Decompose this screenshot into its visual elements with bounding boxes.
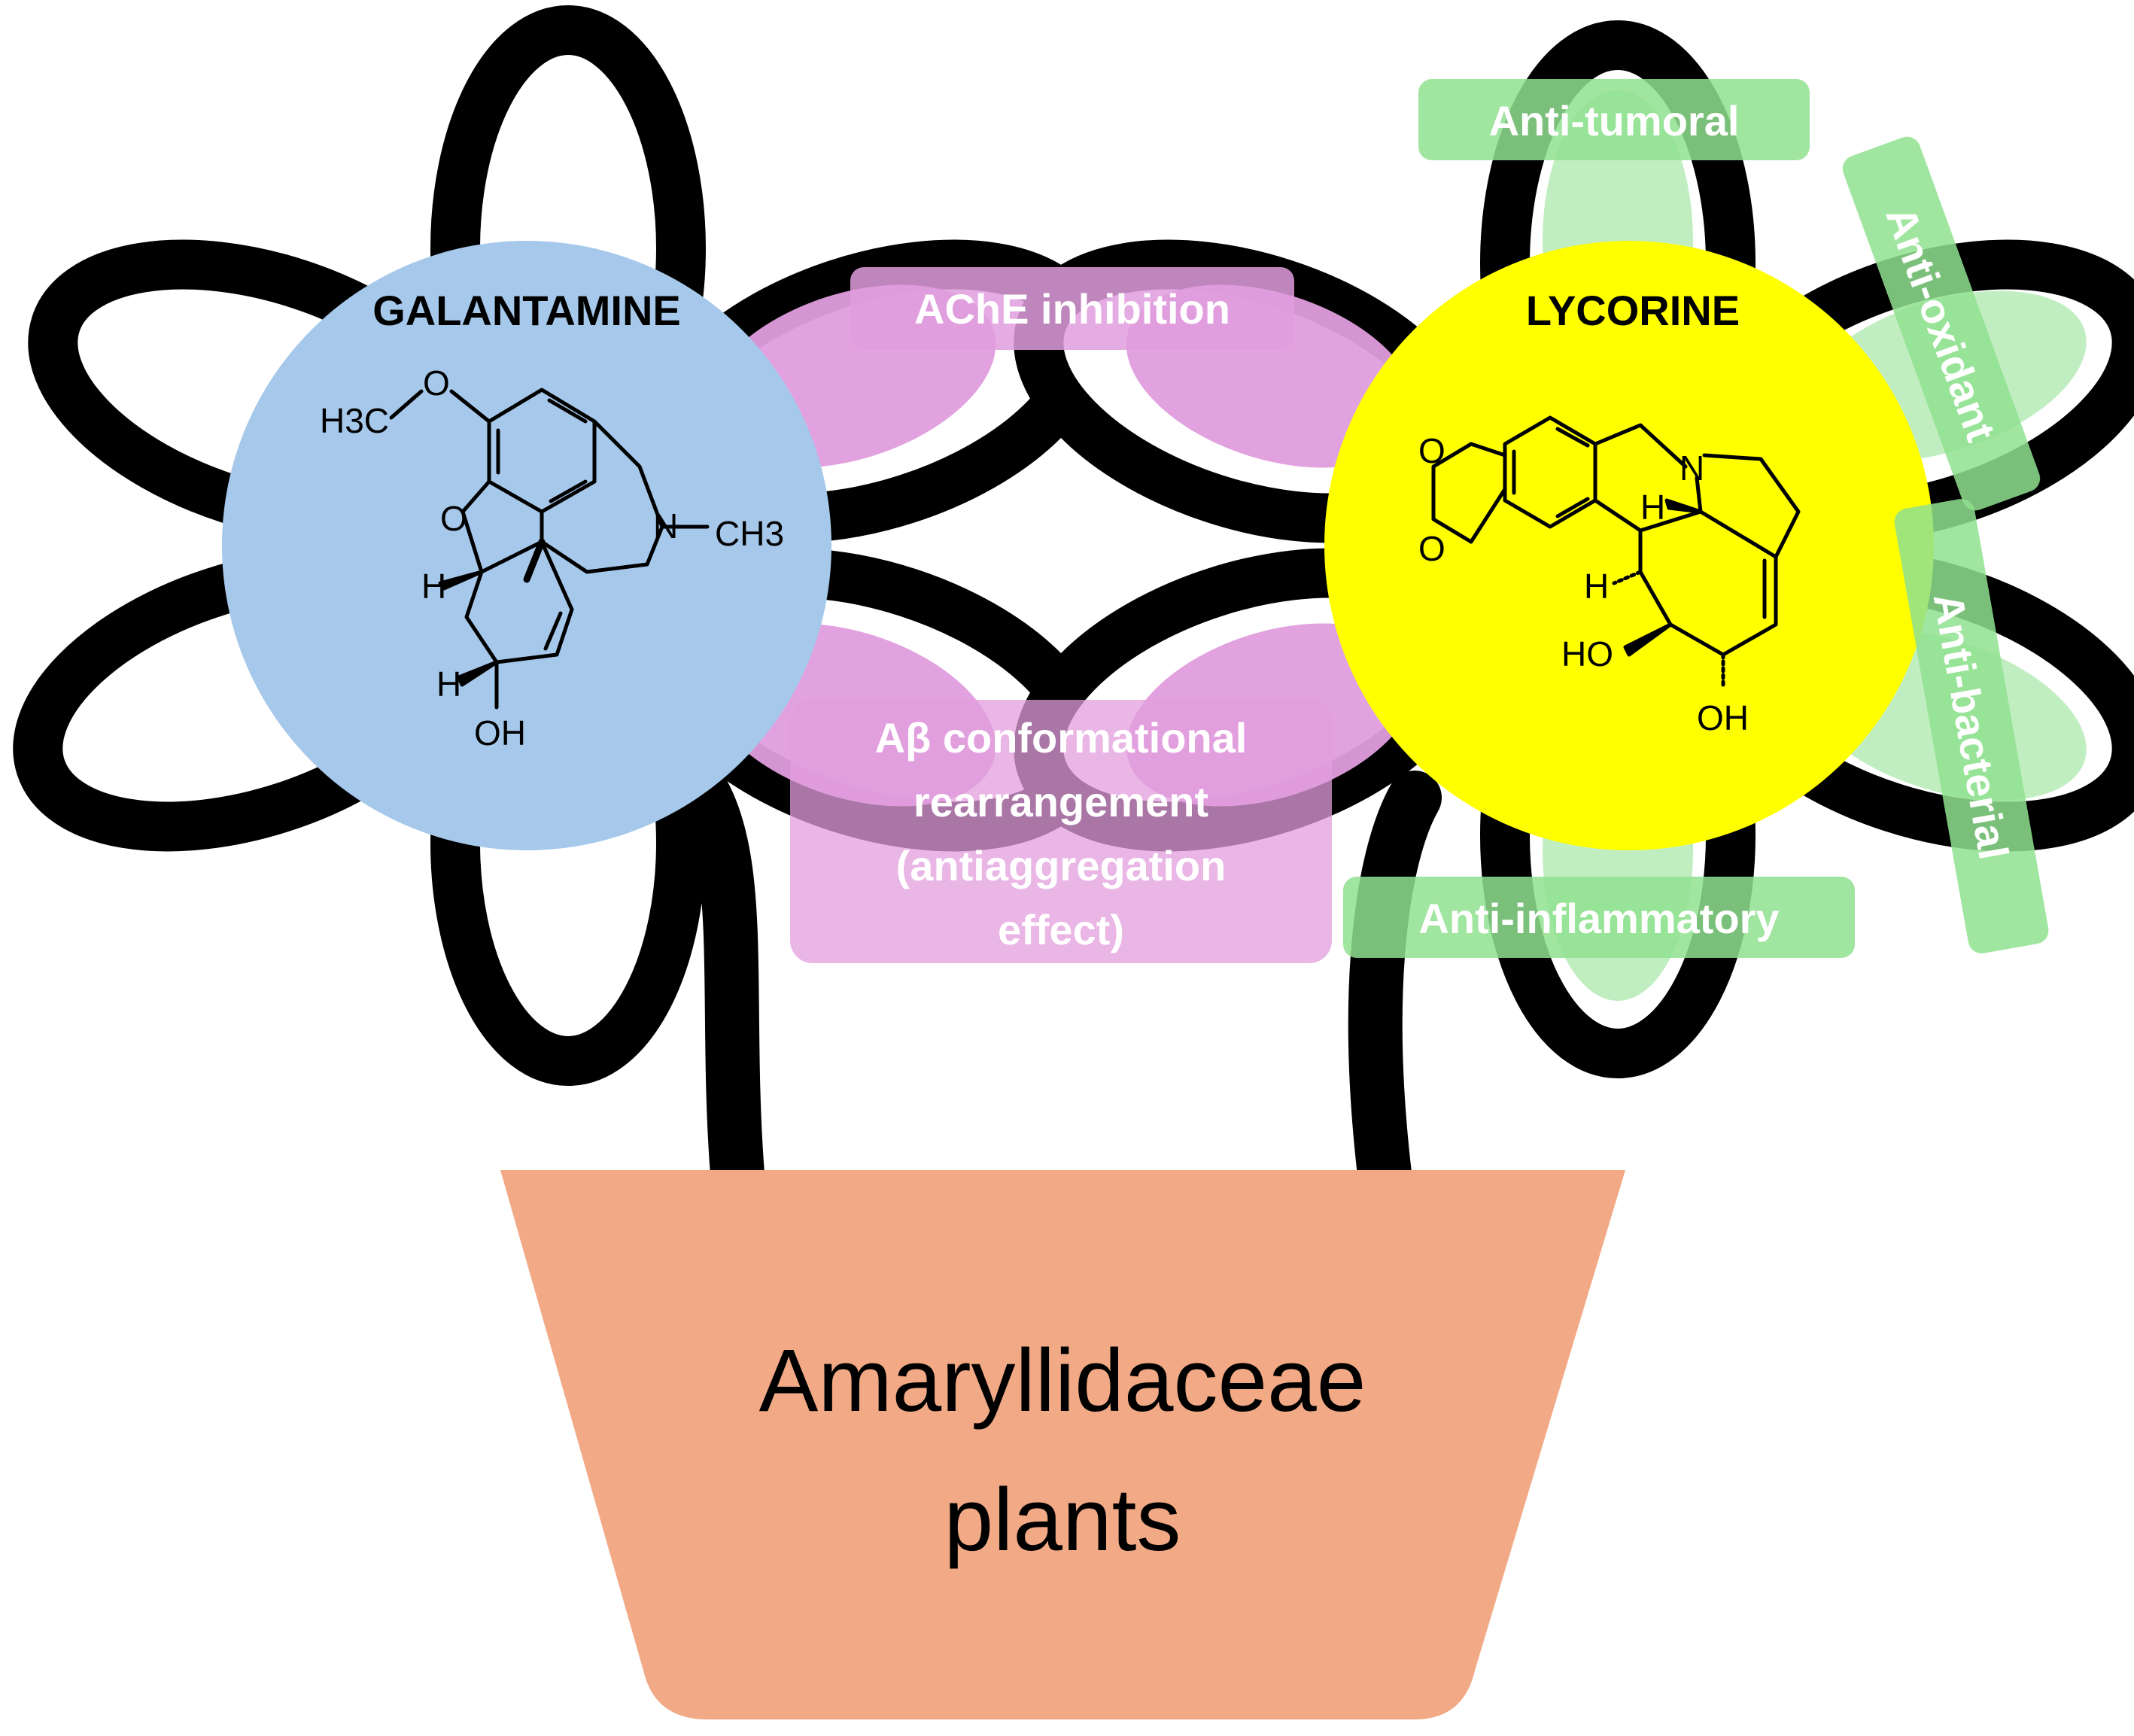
gal-atom-o-ring: O xyxy=(440,499,467,538)
lyc-atom-h-mid: H xyxy=(1584,567,1609,606)
lyc-atom-o-bottom: O xyxy=(1418,529,1445,568)
anti-inflammatory-label: Anti-inflammatory xyxy=(1418,895,1779,942)
anti-bacterial-box xyxy=(1894,499,2049,953)
anti-oxidant-box xyxy=(1842,136,2041,511)
anti-tumoral-box xyxy=(1418,79,1810,160)
gal-atom-h-lower: H xyxy=(436,664,461,704)
lyc-atom-h-top: H xyxy=(1640,488,1665,527)
galantamine-structure: H3C O O N CH3 H H OH xyxy=(320,363,784,752)
gal-atom-methoxy: H3C xyxy=(320,401,389,440)
gal-atom-n: N xyxy=(653,506,678,546)
flower-pot xyxy=(500,1170,1625,1719)
abeta-label-box xyxy=(790,700,1332,963)
abeta-label-line2: rearrangement xyxy=(913,778,1208,825)
abeta-label-line4: effect) xyxy=(998,906,1124,953)
gal-atom-h-upper: H xyxy=(421,567,446,606)
lyc-atom-oh: OH xyxy=(1697,698,1749,737)
abeta-label-line3: (antiaggregation xyxy=(896,842,1227,889)
gal-atom-methyl: CH3 xyxy=(715,514,784,553)
ache-label: AChE inhibition xyxy=(914,285,1230,333)
gal-atom-o-methoxy: O xyxy=(423,363,450,403)
right-stem xyxy=(1348,771,1442,1201)
anti-tumoral-label: Anti-tumoral xyxy=(1489,97,1740,144)
galantamine-label: GALANTAMINE xyxy=(372,287,681,334)
galantamine-center xyxy=(222,241,831,850)
lyc-atom-ho: HO xyxy=(1561,634,1613,673)
lycorine-label: LYCORINE xyxy=(1526,287,1740,334)
gal-atom-oh: OH xyxy=(474,713,526,752)
pot-label-line2: plants xyxy=(944,1470,1181,1570)
abeta-label-line1: Aβ conformational xyxy=(875,714,1248,762)
lycorine-structure: O O N H H HO OH xyxy=(1418,415,1801,737)
lyc-atom-n: N xyxy=(1680,448,1704,488)
lyc-atom-o-top: O xyxy=(1418,431,1445,470)
ache-label-box xyxy=(850,267,1294,350)
lycorine-center xyxy=(1324,241,1934,850)
anti-inflammatory-box xyxy=(1343,877,1855,958)
pot-label-line1: Amaryllidaceae xyxy=(759,1331,1366,1430)
